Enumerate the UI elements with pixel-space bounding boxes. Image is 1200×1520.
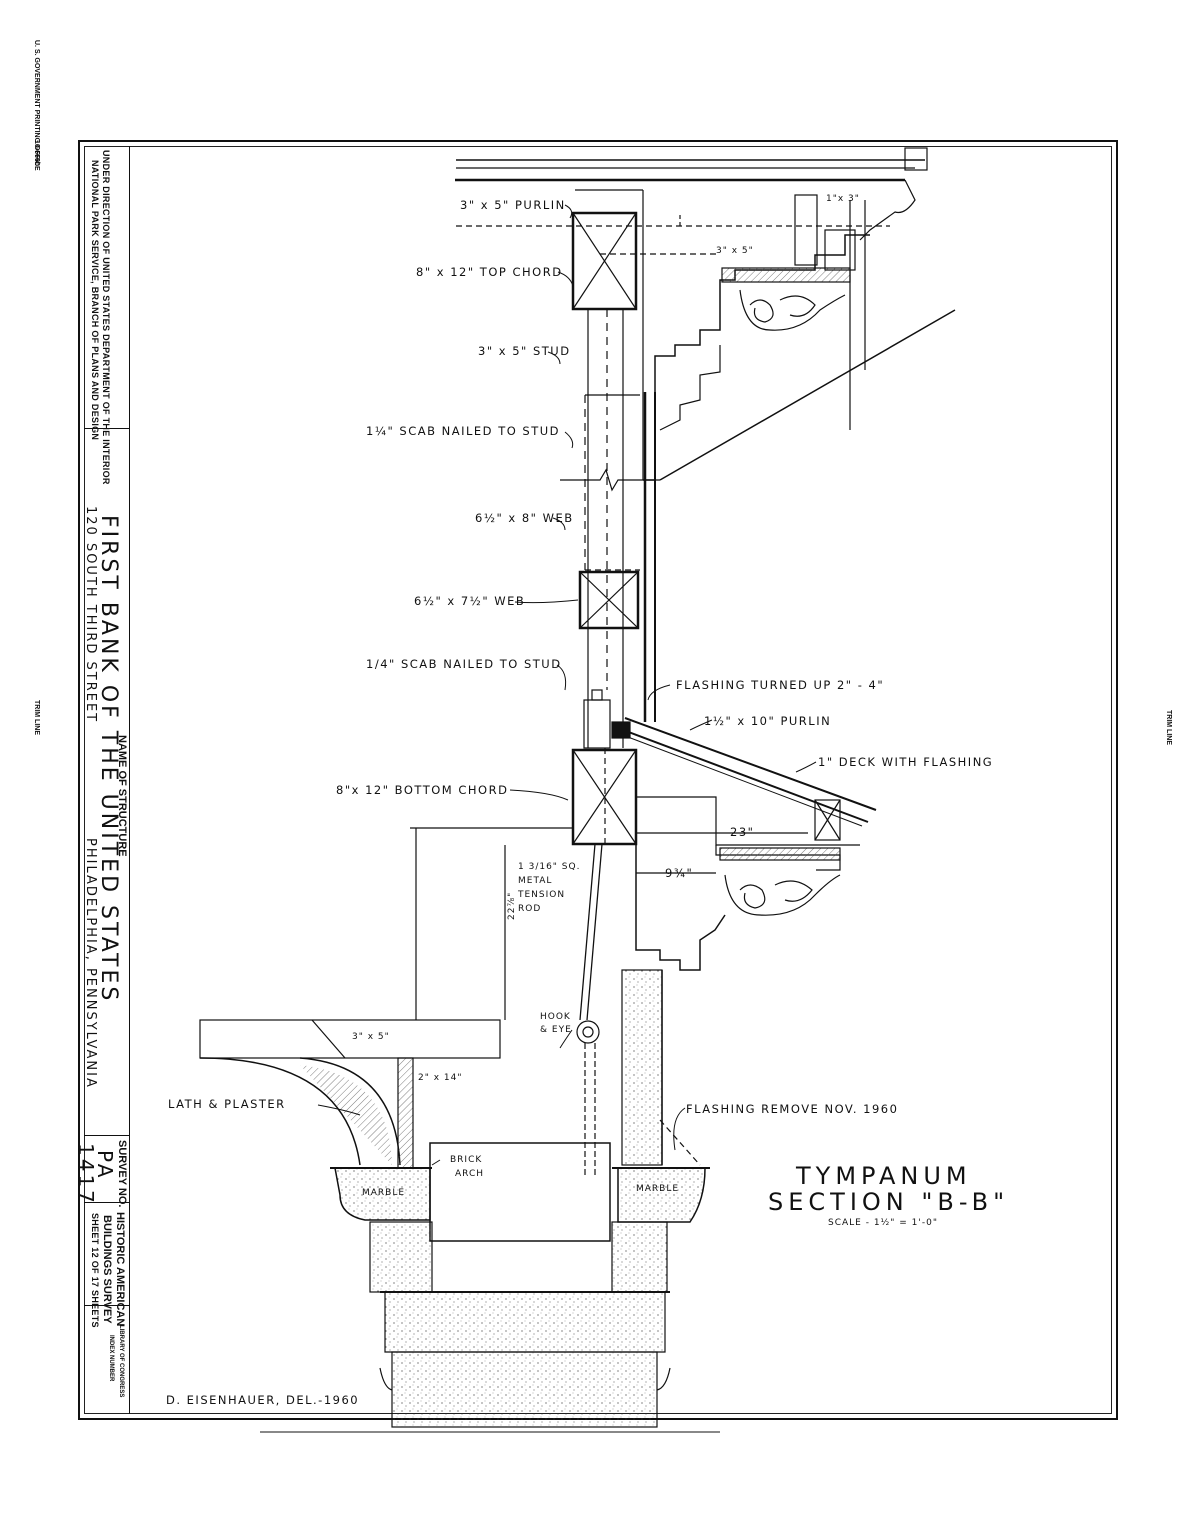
label-dim-9: 9¾" xyxy=(665,866,694,880)
title-block-divider xyxy=(84,1135,130,1136)
label-dim-23: 23" xyxy=(730,825,755,839)
label-web-1: 6½" x 8" WEB xyxy=(475,511,574,525)
label-scab-2: 1/4" SCAB NAILED TO STUD xyxy=(366,657,562,671)
label-rod-3: TENSION xyxy=(518,890,566,900)
label-deck: 1" DECK WITH FLASHING xyxy=(818,755,994,769)
label-hook-2: & EYE xyxy=(540,1025,572,1035)
label-web-2: 6½" x 7½" WEB xyxy=(414,594,526,608)
label-purlin-lower: 1½" x 10" PURLIN xyxy=(704,714,832,728)
label-scab-1: 1¼" SCAB NAILED TO STUD xyxy=(366,424,561,438)
label-top-chord: 8" x 12" TOP CHORD xyxy=(416,265,563,279)
label-rod-2: METAL xyxy=(518,876,553,886)
title-block xyxy=(84,146,130,1414)
label-lath-plaster: LATH & PLASTER xyxy=(168,1097,286,1111)
label-3x5-beam: 3" x 5" xyxy=(352,1032,390,1042)
drawing-scale: SCALE - 1½" = 1'-0" xyxy=(828,1218,938,1228)
label-brick-1: BRICK xyxy=(450,1155,483,1165)
delineator: D. EISENHAUER, DEL.-1960 xyxy=(166,1393,360,1407)
title-block-divider xyxy=(84,1305,130,1306)
label-rod-4: ROD xyxy=(518,904,542,914)
label-marble-left: MARBLE xyxy=(362,1188,406,1198)
title-block-divider xyxy=(84,428,130,429)
label-purlin-top: 3" x 5" PURLIN xyxy=(460,198,566,212)
label-3x5-upper: 3" x 5" xyxy=(716,246,754,256)
label-brick-2: ARCH xyxy=(455,1169,485,1179)
label-2x14: 2" x 14" xyxy=(418,1073,463,1083)
label-flashing-remove: FLASHING REMOVE NOV. 1960 xyxy=(686,1102,899,1116)
drawing-subtitle: SECTION "B-B" xyxy=(768,1188,1010,1216)
label-rod-1: 1 3/16" SQ. xyxy=(518,862,581,872)
drawing-title: TYMPANUM xyxy=(796,1162,972,1190)
title-block-divider xyxy=(84,1202,130,1203)
label-1x3: 1"x 3" xyxy=(826,194,860,204)
label-stud: 3" x 5" STUD xyxy=(478,344,571,358)
label-bottom-chord: 8"x 12" BOTTOM CHORD xyxy=(336,783,509,797)
label-dim-22: 22⅞" xyxy=(507,891,517,920)
label-flashing-up: FLASHING TURNED UP 2" - 4" xyxy=(676,678,885,692)
label-marble-right: MARBLE xyxy=(636,1184,680,1194)
label-hook-1: HOOK xyxy=(540,1012,571,1022)
